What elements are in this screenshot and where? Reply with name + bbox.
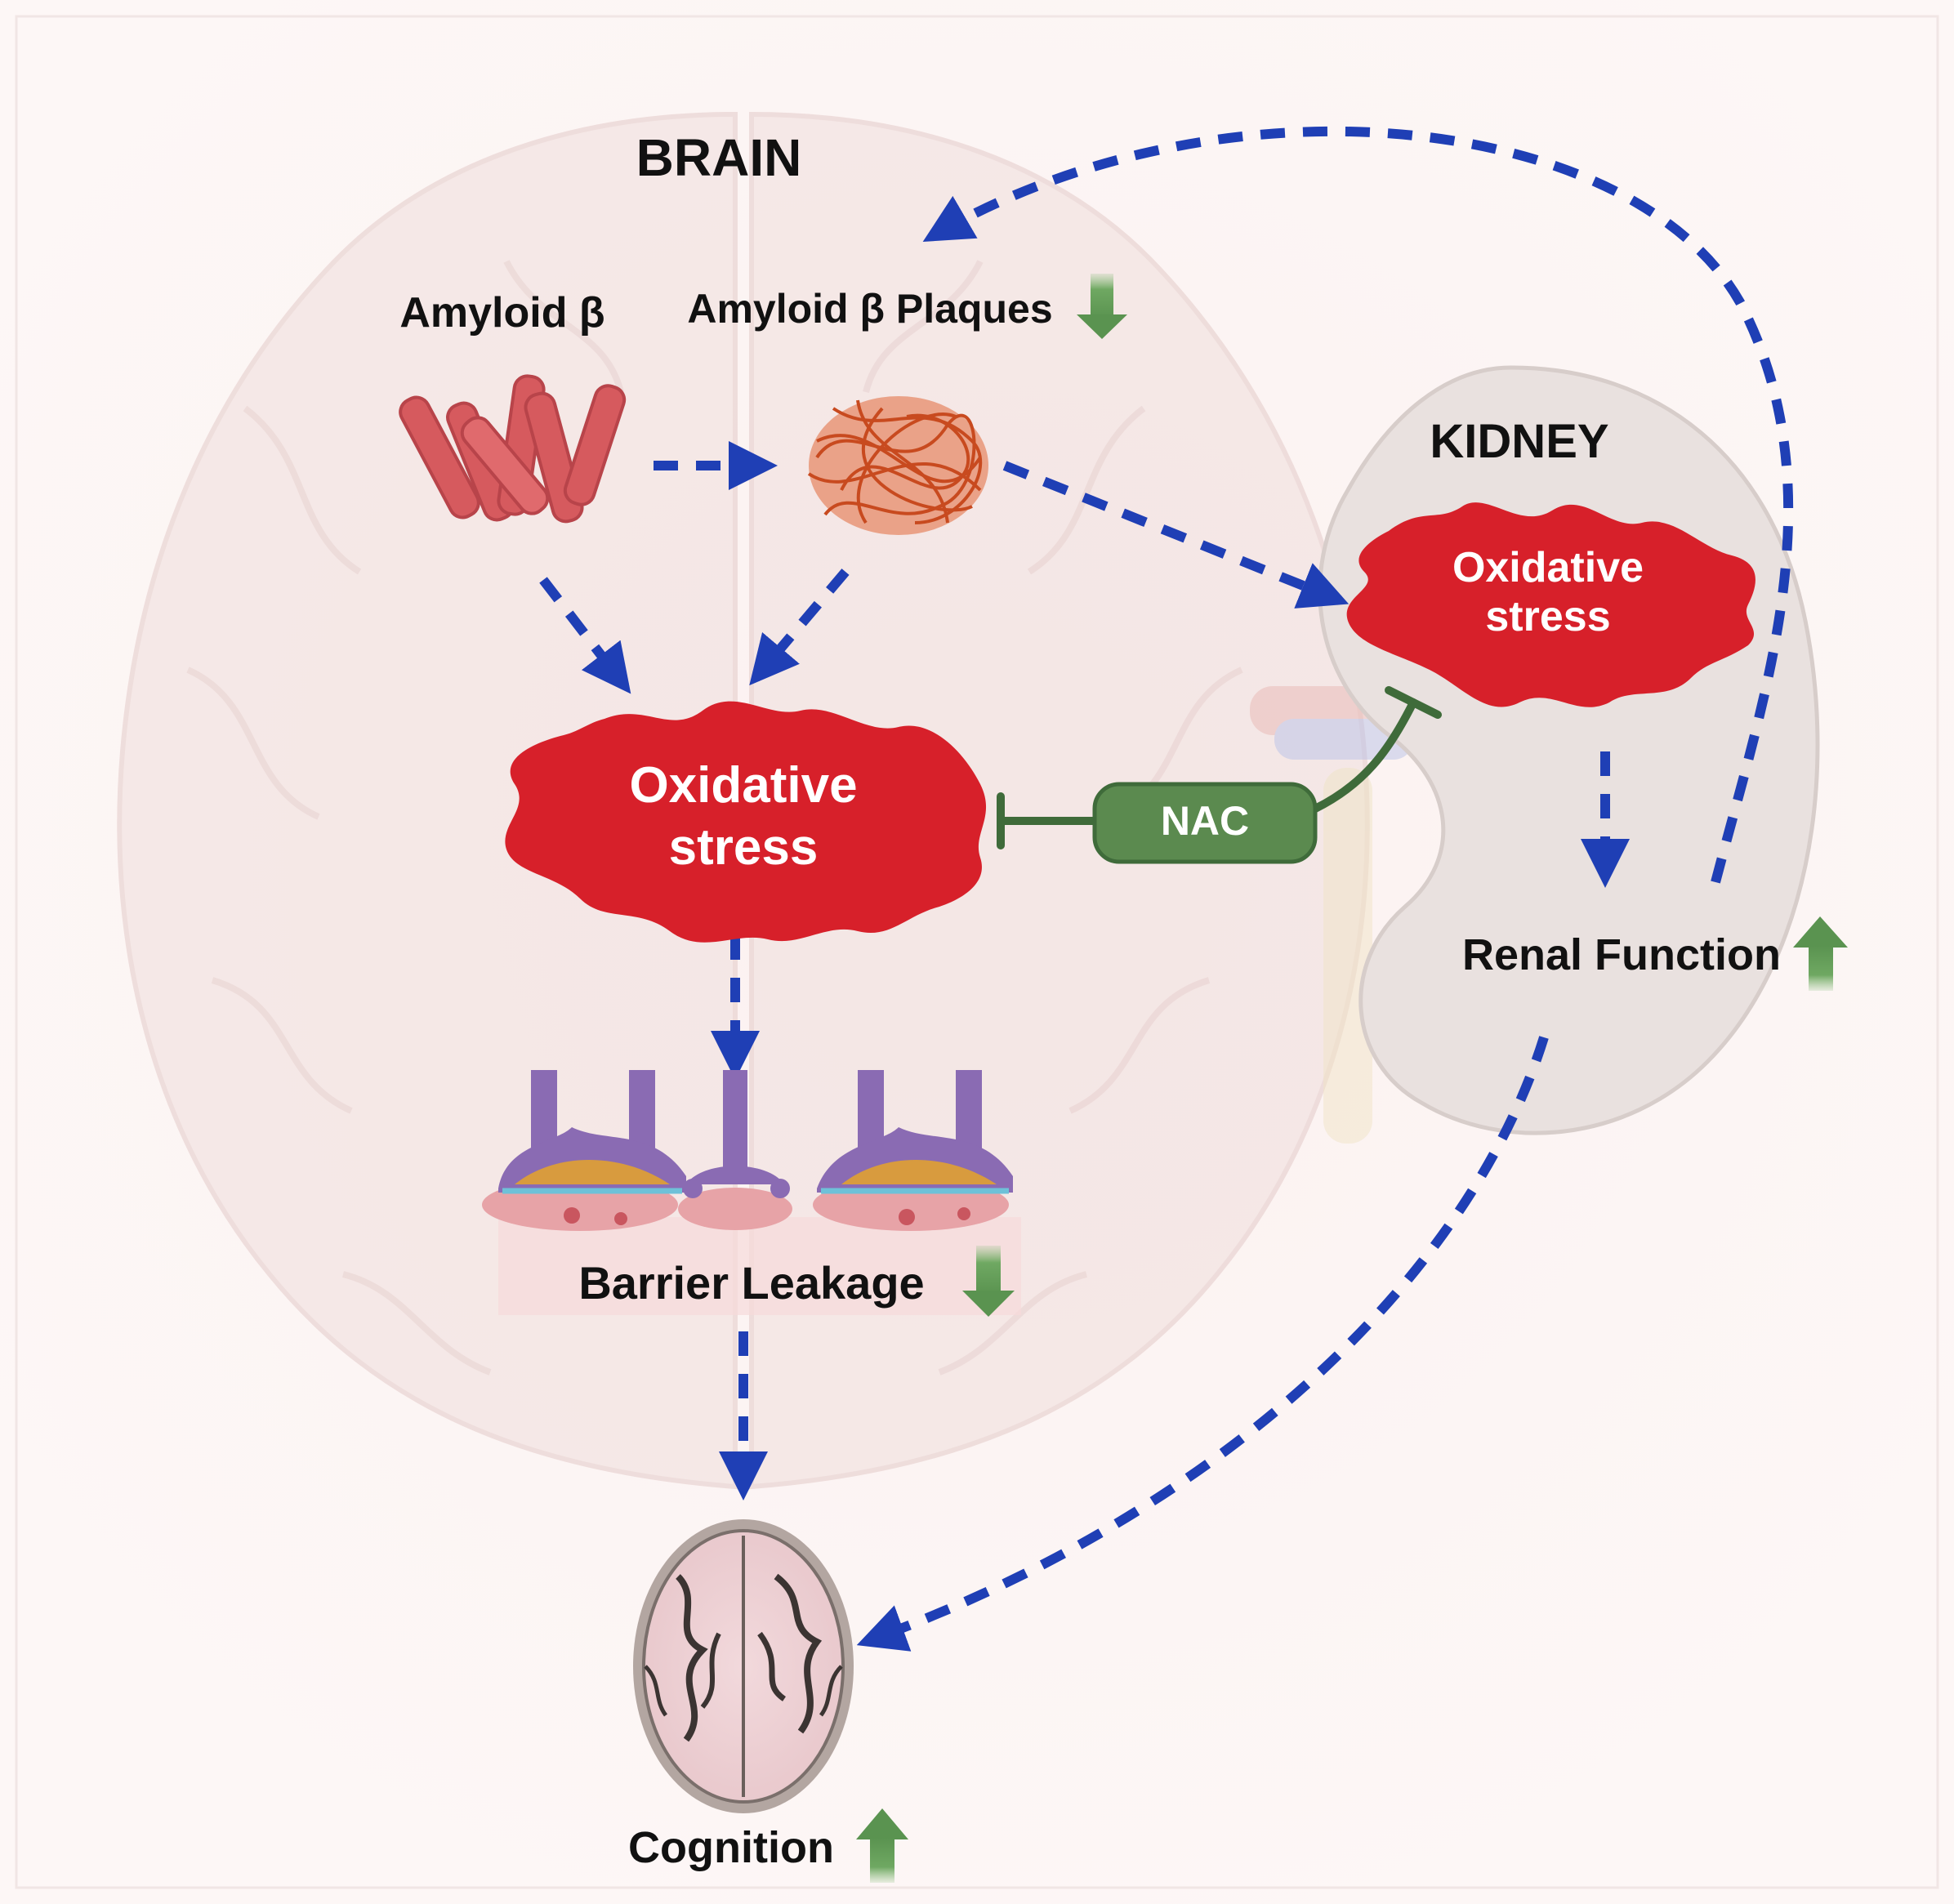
renal-vessels — [1250, 686, 1413, 1144]
barrier-leakage-down-arrow-icon — [962, 1246, 1015, 1317]
kidney-oxidative-line1: Oxidative — [1452, 544, 1644, 591]
cognition-up-arrow-icon — [856, 1808, 908, 1883]
arrow-renal-to-plaques — [922, 126, 1794, 884]
pathway-arrows — [539, 126, 1794, 1652]
renal-function-label: Renal Function — [1462, 930, 1781, 979]
cognition-label: Cognition — [628, 1823, 834, 1872]
frame-border — [15, 15, 1939, 1889]
brain-oxidative-line1: Oxidative — [629, 757, 857, 814]
amyloid-fibrils-icon — [399, 374, 627, 524]
kidney-inhibition-bar — [1385, 686, 1442, 719]
amyloid-plaques-label: Amyloid β Plaques — [687, 286, 1052, 332]
brain-label: BRAIN — [636, 128, 802, 187]
renal-function-up-arrow-icon — [1793, 916, 1848, 991]
arrow-amyloid-to-oxidative — [539, 577, 631, 694]
brain-oxidative-stress-splat — [505, 701, 987, 943]
barrier-endothelium-icon — [482, 1070, 1021, 1315]
amyloid-plaque-tangle-icon — [807, 396, 988, 535]
amyloid-plaques-down-arrow-icon — [1077, 274, 1127, 339]
kidney-oxidative-line2: stress — [1485, 593, 1610, 640]
brain-oxidative-line2: stress — [669, 819, 819, 876]
nac-box — [1092, 782, 1318, 864]
nac-label: NAC — [1161, 798, 1249, 844]
arrow-renal-to-cognition — [856, 1036, 1549, 1652]
kidney-oxidative-stress-splat — [1346, 502, 1755, 707]
kidney-label: KIDNEY — [1430, 415, 1608, 468]
arrow-plaques-to-kidney-oxidative — [1002, 461, 1350, 609]
brain-scan-icon — [633, 1519, 854, 1813]
arrow-plaques-to-oxidative — [749, 569, 850, 686]
amyloid-beta-label: Amyloid β — [399, 289, 604, 337]
nac-to-kidney-oxidative-inhibition — [1311, 698, 1417, 813]
barrier-leakage-label: Barrier Leakage — [578, 1257, 924, 1309]
nac-inhibition-lines — [997, 686, 1442, 849]
